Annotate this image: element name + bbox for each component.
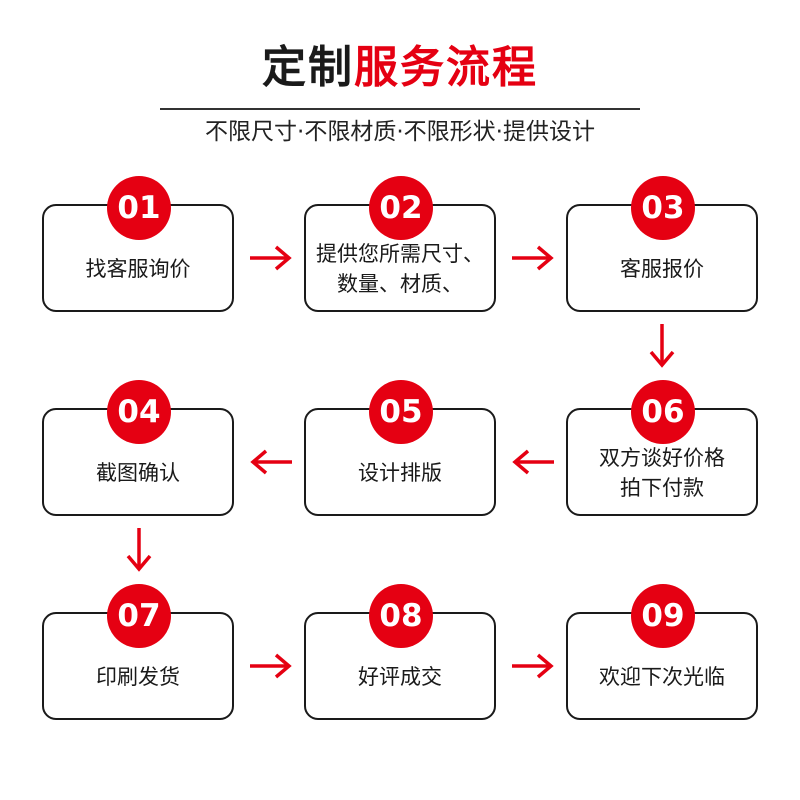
step-02-label: 提供您所需尺寸、 数量、材质、 — [316, 242, 484, 296]
subtitle: 不限尺寸·不限材质·不限形状·提供设计 — [205, 119, 595, 145]
step-02-badge: 02 — [369, 176, 433, 240]
step-07-badge: 07 — [107, 584, 171, 648]
step-05-label: 设计排版 — [358, 461, 442, 485]
step-01-badge: 01 — [107, 176, 171, 240]
step-09-badge: 09 — [631, 584, 695, 648]
step-07-label: 印刷发货 — [96, 665, 180, 689]
arrow-right-icon — [512, 245, 554, 271]
arrow-right-icon — [250, 245, 292, 271]
arrow-down-icon — [126, 528, 152, 572]
arrow-left-icon — [250, 449, 292, 475]
step-09-box: 欢迎下次光临 — [566, 612, 758, 720]
page-title: 定制服务流程 — [0, 38, 800, 98]
step-04-badge: 04 — [107, 380, 171, 444]
step-08-label: 好评成交 — [358, 665, 442, 689]
title-divider — [160, 108, 640, 110]
step-04-label: 截图确认 — [96, 461, 180, 485]
step-01-label: 找客服询价 — [85, 257, 191, 281]
arrow-right-icon — [512, 653, 554, 679]
step-09-label: 欢迎下次光临 — [599, 665, 725, 689]
arrow-right-icon — [250, 653, 292, 679]
step-05-badge: 05 — [369, 380, 433, 444]
step-06-badge: 06 — [631, 380, 695, 444]
step-06-label: 双方谈好价格 拍下付款 — [599, 446, 725, 500]
title-part-1: 定制 — [262, 42, 354, 93]
step-03-label: 客服报价 — [620, 257, 704, 281]
arrow-down-icon — [649, 324, 675, 368]
title-part-2: 服务流程 — [354, 42, 538, 93]
arrow-left-icon — [512, 449, 554, 475]
step-03-badge: 03 — [631, 176, 695, 240]
step-08-badge: 08 — [369, 584, 433, 648]
